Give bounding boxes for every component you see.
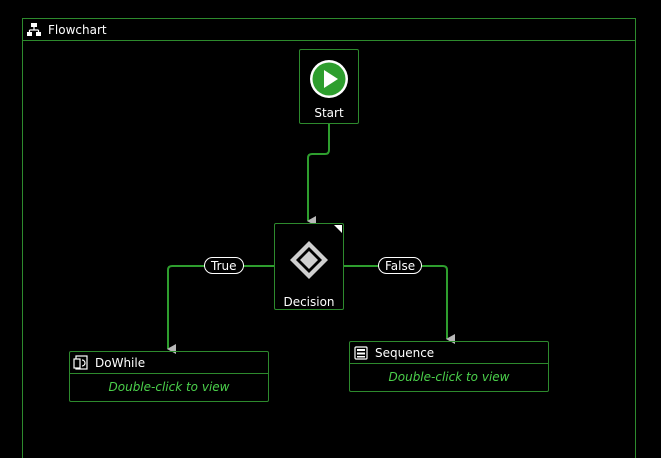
diamond-icon bbox=[290, 241, 328, 279]
flowchart-container[interactable]: Flowchart bbox=[22, 18, 636, 458]
flowchart-icon bbox=[27, 22, 41, 36]
sequence-title: Sequence bbox=[375, 345, 435, 360]
sequence-icon bbox=[354, 345, 368, 360]
true-branch-label[interactable]: True bbox=[204, 257, 244, 274]
dowhile-hint: Double-click to view bbox=[108, 380, 230, 394]
sequence-activity[interactable]: Sequence Double-click to view bbox=[349, 341, 549, 392]
sequence-hint: Double-click to view bbox=[388, 370, 510, 384]
sequence-header: Sequence bbox=[350, 342, 548, 364]
play-icon bbox=[310, 60, 348, 98]
dowhile-header: DoWhile bbox=[70, 352, 268, 374]
dowhile-icon bbox=[73, 354, 88, 370]
decision-corner-marker bbox=[334, 225, 342, 233]
false-branch-label[interactable]: False bbox=[378, 257, 423, 274]
dowhile-activity[interactable]: DoWhile Double-click to view bbox=[69, 351, 269, 402]
flowchart-header: Flowchart bbox=[23, 19, 635, 41]
flowchart-title: Flowchart bbox=[48, 22, 107, 37]
start-node[interactable]: Start bbox=[299, 49, 359, 124]
dowhile-title: DoWhile bbox=[95, 355, 146, 370]
decision-label: Decision bbox=[283, 295, 335, 309]
decision-node[interactable]: Decision bbox=[274, 223, 344, 310]
start-label: Start bbox=[314, 106, 344, 120]
